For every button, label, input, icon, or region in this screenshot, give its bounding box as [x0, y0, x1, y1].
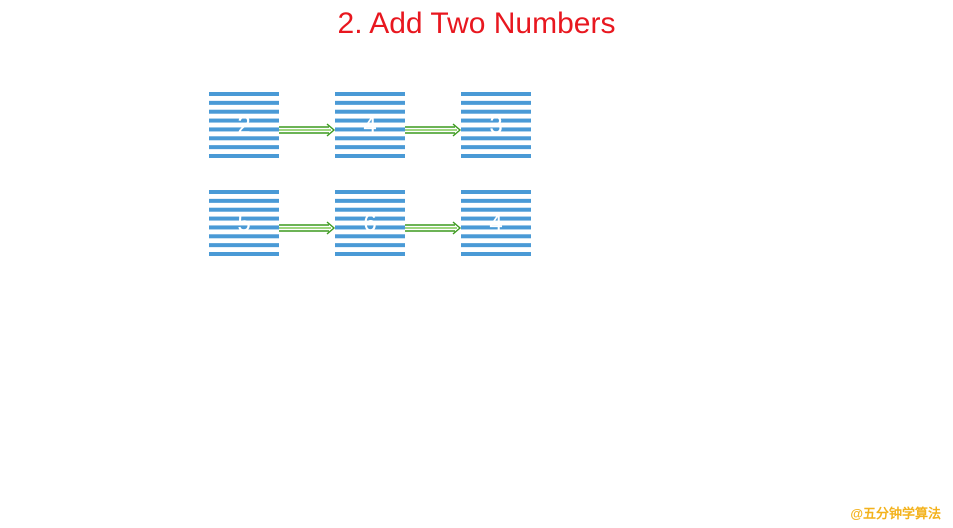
node-value: 6 — [363, 210, 376, 237]
node-stripe — [209, 243, 279, 248]
node-stripe — [335, 207, 405, 212]
node-stripe — [209, 145, 279, 150]
node-stripe — [335, 118, 405, 123]
node-stripe — [209, 216, 279, 221]
page-title: 2. Add Two Numbers — [337, 7, 616, 40]
next-pointer-arrow — [405, 221, 462, 235]
node-stripe — [461, 127, 531, 132]
node-stripe — [461, 234, 531, 239]
list-node: 4 — [335, 92, 405, 158]
node-stripe — [209, 127, 279, 132]
node-stripe — [335, 216, 405, 221]
list-node: 2 — [209, 92, 279, 158]
node-stripe — [461, 118, 531, 123]
node-stripe — [461, 190, 531, 194]
node-value: 4 — [489, 210, 502, 237]
next-pointer-arrow — [279, 123, 336, 137]
node-stripe — [335, 243, 405, 248]
node-stripe — [209, 252, 279, 256]
node-stripe — [209, 198, 279, 203]
node-stripe — [209, 154, 279, 158]
node-value: 3 — [489, 112, 502, 139]
node-stripe — [335, 198, 405, 203]
node-stripe — [335, 234, 405, 239]
linked-list-1: 2 4 3 — [209, 92, 531, 158]
node-stripe — [209, 136, 279, 141]
list-node: 3 — [461, 92, 531, 158]
node-stripe — [209, 190, 279, 194]
node-value: 2 — [237, 112, 250, 139]
node-stripe — [461, 109, 531, 114]
node-stripe — [335, 145, 405, 150]
node-stripe — [335, 154, 405, 158]
node-stripe — [335, 100, 405, 105]
node-stripe — [335, 190, 405, 194]
node-stripe — [209, 234, 279, 239]
node-stripe — [461, 225, 531, 230]
node-value: 5 — [237, 210, 250, 237]
node-stripe — [209, 92, 279, 96]
node-stripe — [335, 136, 405, 141]
node-stripe — [209, 109, 279, 114]
node-stripe — [461, 216, 531, 221]
node-stripe — [461, 252, 531, 256]
node-stripe — [461, 207, 531, 212]
node-value: 4 — [363, 112, 376, 139]
node-stripe — [209, 207, 279, 212]
node-stripe — [461, 136, 531, 141]
list-node: 5 — [209, 190, 279, 256]
node-stripe — [209, 118, 279, 123]
node-stripe — [461, 145, 531, 150]
next-pointer-arrow — [405, 123, 462, 137]
watermark: @五分钟学算法 — [850, 506, 941, 521]
node-stripe — [209, 225, 279, 230]
next-pointer-arrow — [279, 221, 336, 235]
node-stripe — [461, 154, 531, 158]
node-stripe — [461, 198, 531, 203]
list-node: 6 — [335, 190, 405, 256]
linked-list-2: 5 6 4 — [209, 190, 531, 256]
node-stripe — [461, 92, 531, 96]
node-stripe — [209, 100, 279, 105]
node-stripe — [461, 243, 531, 248]
node-stripe — [335, 109, 405, 114]
node-stripe — [335, 127, 405, 132]
list-node: 4 — [461, 190, 531, 256]
node-stripe — [461, 100, 531, 105]
node-stripe — [335, 252, 405, 256]
node-stripe — [335, 92, 405, 96]
node-stripe — [335, 225, 405, 230]
